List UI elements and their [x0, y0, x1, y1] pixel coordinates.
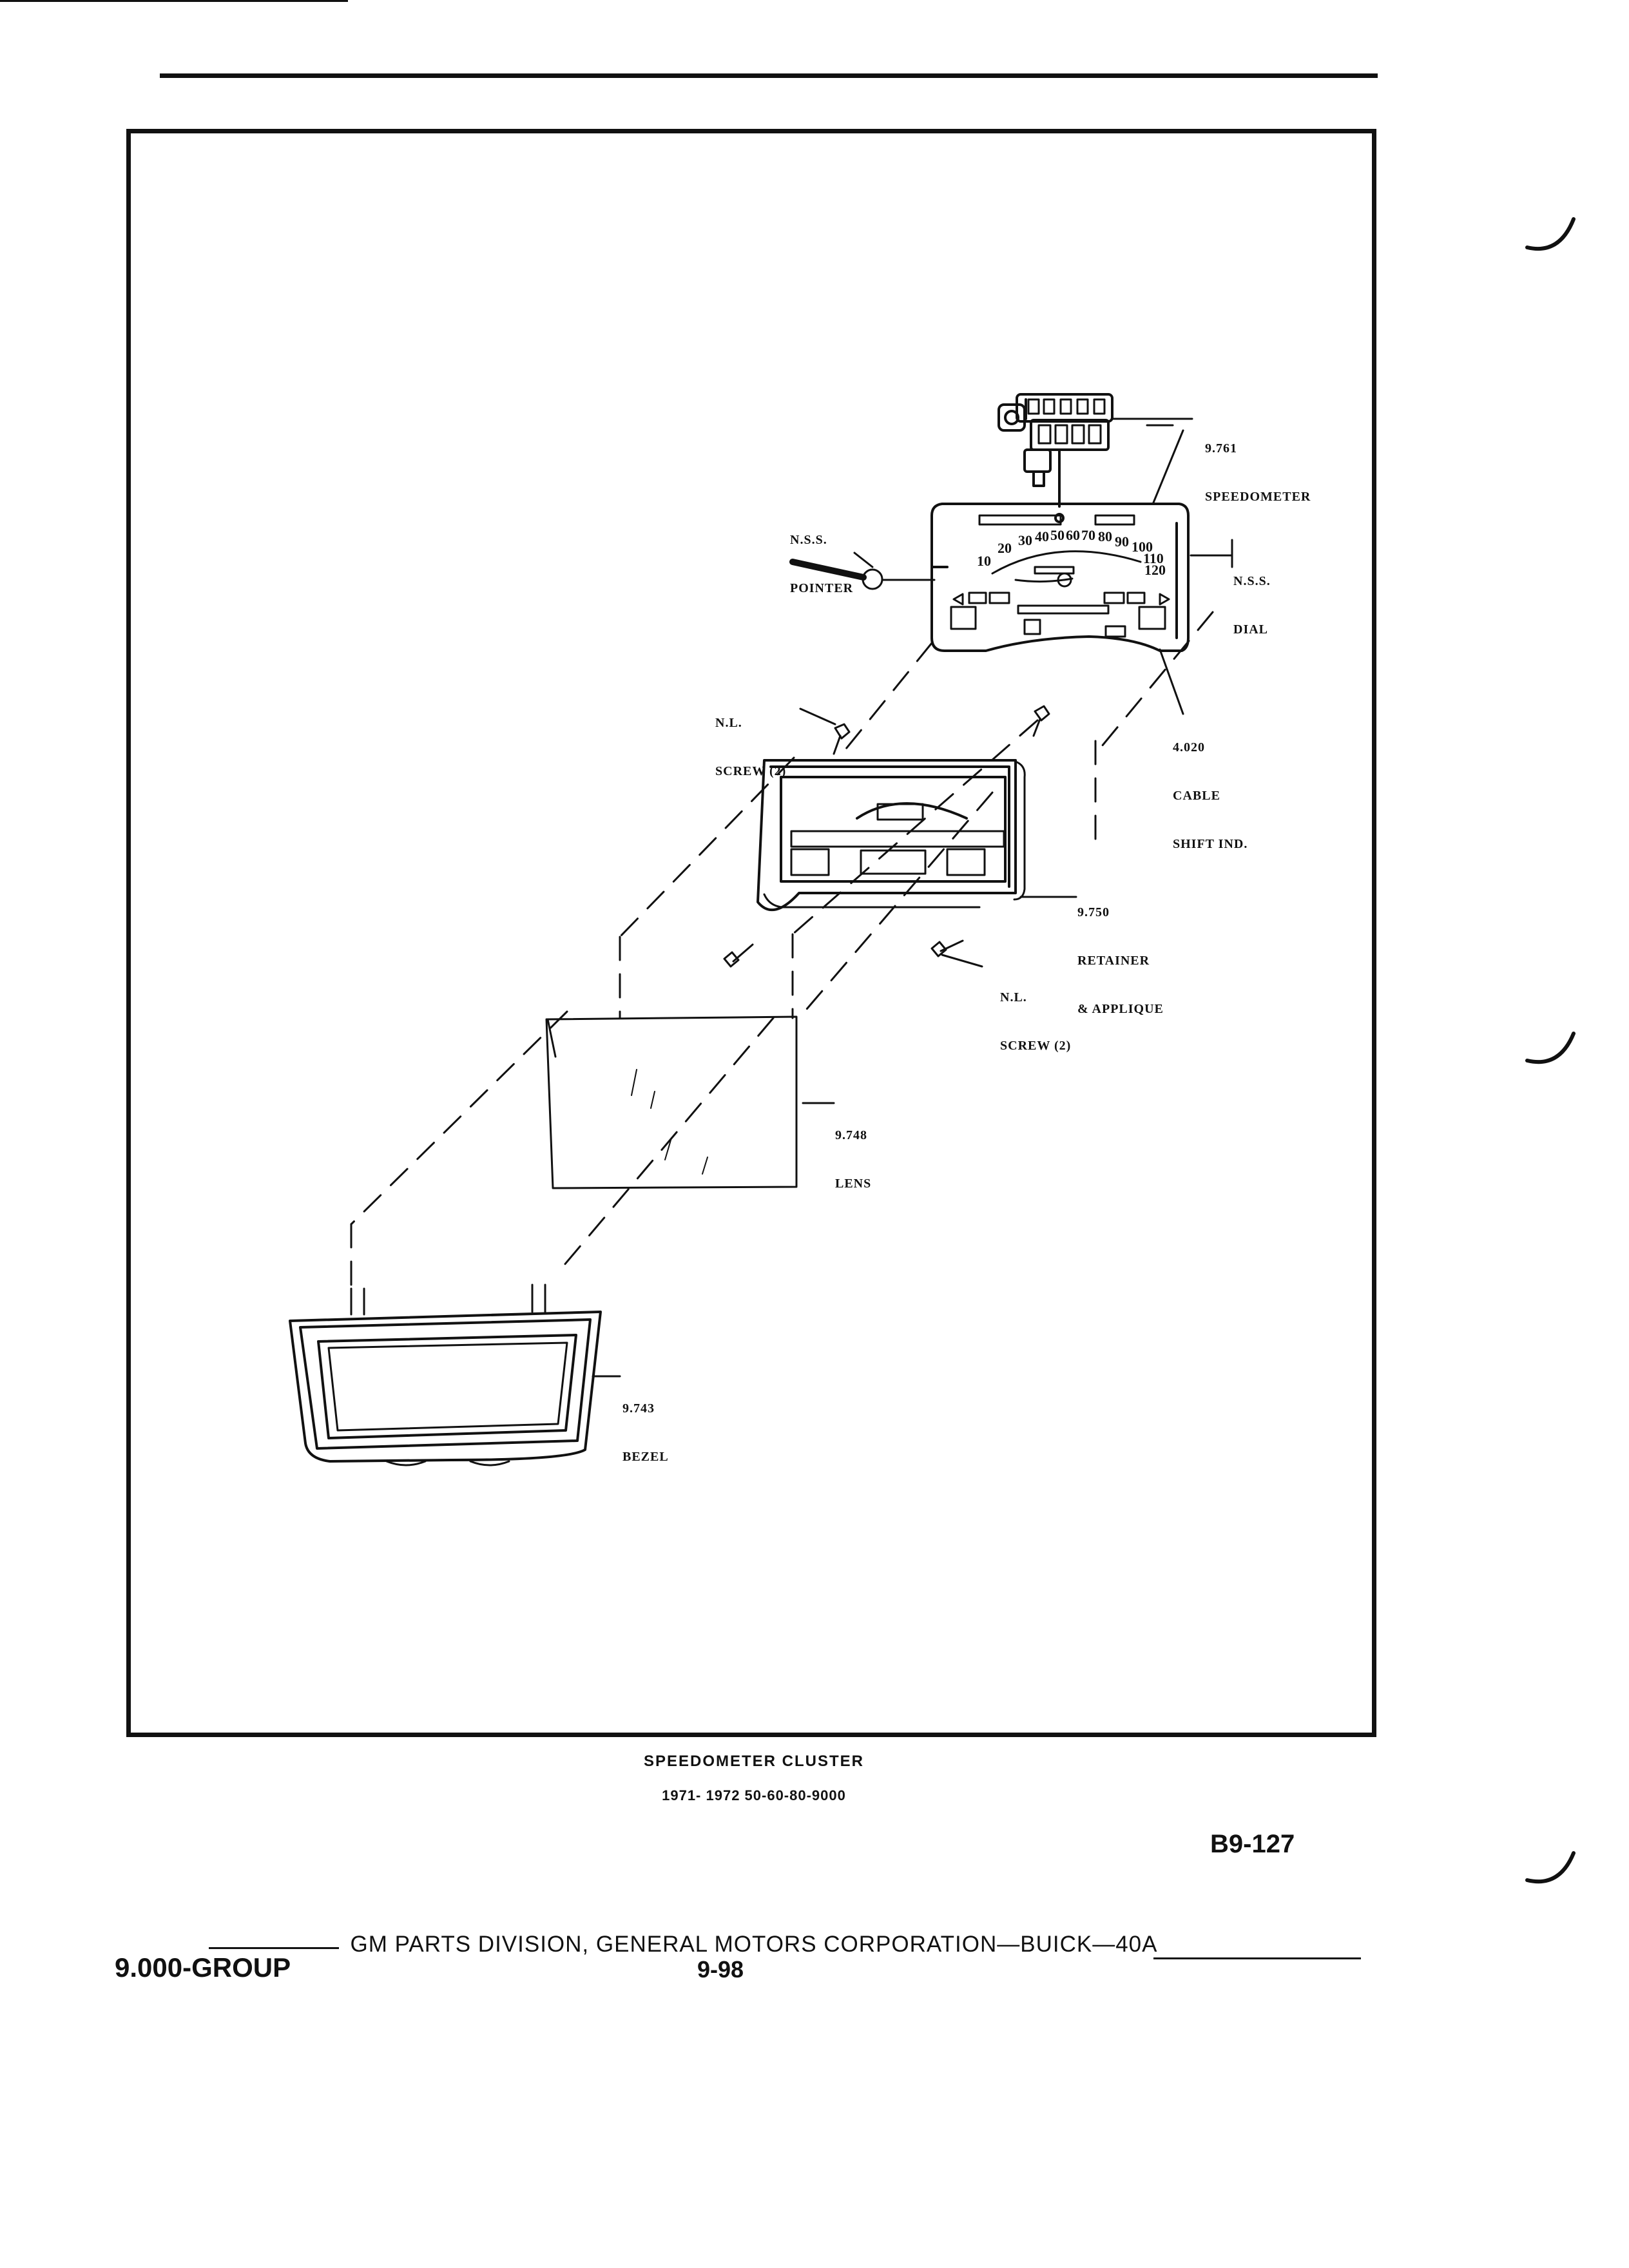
- label-lens-num: 9.748: [835, 1128, 867, 1142]
- footer-rule-left: [209, 1947, 339, 1949]
- footer-group: 9.000-GROUP: [115, 1952, 291, 1983]
- dial-numerals: 10 20 30 40 50 60 70 80 90 100 110 120: [977, 527, 1166, 578]
- footer-page-number: 9-98: [697, 1956, 744, 1983]
- label-cable-num: 4.020: [1173, 740, 1205, 754]
- margin-curl-3: [1525, 1851, 1576, 1884]
- label-dial: N.S.S. DIAL: [1233, 541, 1271, 654]
- label-screw-top: N.L. SCREW (2): [715, 683, 786, 796]
- dial-num-120: 120: [1144, 562, 1166, 578]
- dial-assembly: [930, 503, 1190, 652]
- label-cable-line2: CABLE: [1173, 789, 1220, 803]
- label-bezel: 9.743 BEZEL: [622, 1369, 669, 1481]
- dial-num-30: 30: [1018, 532, 1032, 548]
- label-screw-bottom-name: SCREW (2): [1000, 1039, 1072, 1053]
- bezel-part: [289, 1283, 602, 1466]
- label-lens-name: LENS: [835, 1177, 872, 1191]
- dial-num-100: 100: [1132, 539, 1153, 555]
- lens-part: [545, 1015, 798, 1189]
- label-bezel-num: 9.743: [622, 1401, 655, 1416]
- label-speedometer-name: SPEEDOMETER: [1205, 490, 1311, 504]
- diagram-subtitle: 1971- 1972 50-60-80-9000: [662, 1787, 846, 1803]
- margin-curl-2: [1525, 1032, 1576, 1064]
- dial-num-40: 40: [1035, 528, 1049, 544]
- dial-num-50: 50: [1050, 527, 1065, 543]
- label-cable-line3: SHIFT IND.: [1173, 837, 1248, 851]
- top-left-rule: [0, 0, 348, 2]
- speedometer-head: [998, 393, 1113, 508]
- dial-num-70: 70: [1081, 527, 1095, 543]
- dial-num-10: 10: [977, 553, 991, 569]
- label-retainer-line3: & APPLIQUE: [1077, 1002, 1164, 1016]
- screws-bottom: [723, 939, 964, 968]
- label-pointer: N.S.S. POINTER: [790, 500, 853, 613]
- screws-top: [833, 705, 1050, 755]
- diagram-frame: [126, 129, 1376, 1737]
- leader-lines: [592, 418, 1233, 1378]
- label-screw-top-name: SCREW (2): [715, 764, 787, 778]
- dial-num-20: 20: [998, 540, 1012, 556]
- footer-rule-right: [1153, 1957, 1361, 1959]
- dial-num-110: 110: [1143, 550, 1164, 566]
- label-speedometer: 9.761 SPEEDOMETER: [1205, 408, 1311, 521]
- header-rule: [160, 73, 1378, 78]
- dial-num-80: 80: [1098, 528, 1112, 544]
- label-retainer-num: 9.750: [1077, 905, 1110, 919]
- label-screw-bottom-num: N.L.: [1000, 990, 1027, 1004]
- diagram-title: SPEEDOMETER CLUSTER: [643, 1753, 865, 1770]
- margin-curl-1: [1525, 217, 1576, 251]
- label-screw-bottom: N.L. SCREW (2): [1000, 957, 1071, 1070]
- dial-num-90: 90: [1115, 533, 1129, 550]
- label-retainer: 9.750 RETAINER & APPLIQUE: [1077, 872, 1164, 1033]
- label-lens: 9.748 LENS: [835, 1095, 871, 1208]
- label-dial-name: DIAL: [1233, 622, 1269, 637]
- label-speedometer-num: 9.761: [1205, 441, 1237, 456]
- label-dial-num: N.S.S.: [1233, 574, 1271, 588]
- label-screw-top-num: N.L.: [715, 716, 742, 730]
- pointer-part: [789, 559, 936, 590]
- footer-publisher: GM PARTS DIVISION, GENERAL MOTORS CORPOR…: [350, 1932, 1158, 1957]
- label-retainer-line2: RETAINER: [1077, 954, 1150, 968]
- assembly-lines: [350, 611, 1214, 1290]
- dial-num-60: 60: [1066, 527, 1080, 543]
- label-cable: 4.020 CABLE SHIFT IND.: [1173, 707, 1248, 869]
- label-pointer-name: POINTER: [790, 581, 854, 595]
- plate-number: B9-127: [1210, 1830, 1295, 1858]
- label-pointer-num: N.S.S.: [790, 533, 827, 547]
- retainer-applique: [757, 759, 1026, 912]
- label-bezel-name: BEZEL: [622, 1450, 669, 1464]
